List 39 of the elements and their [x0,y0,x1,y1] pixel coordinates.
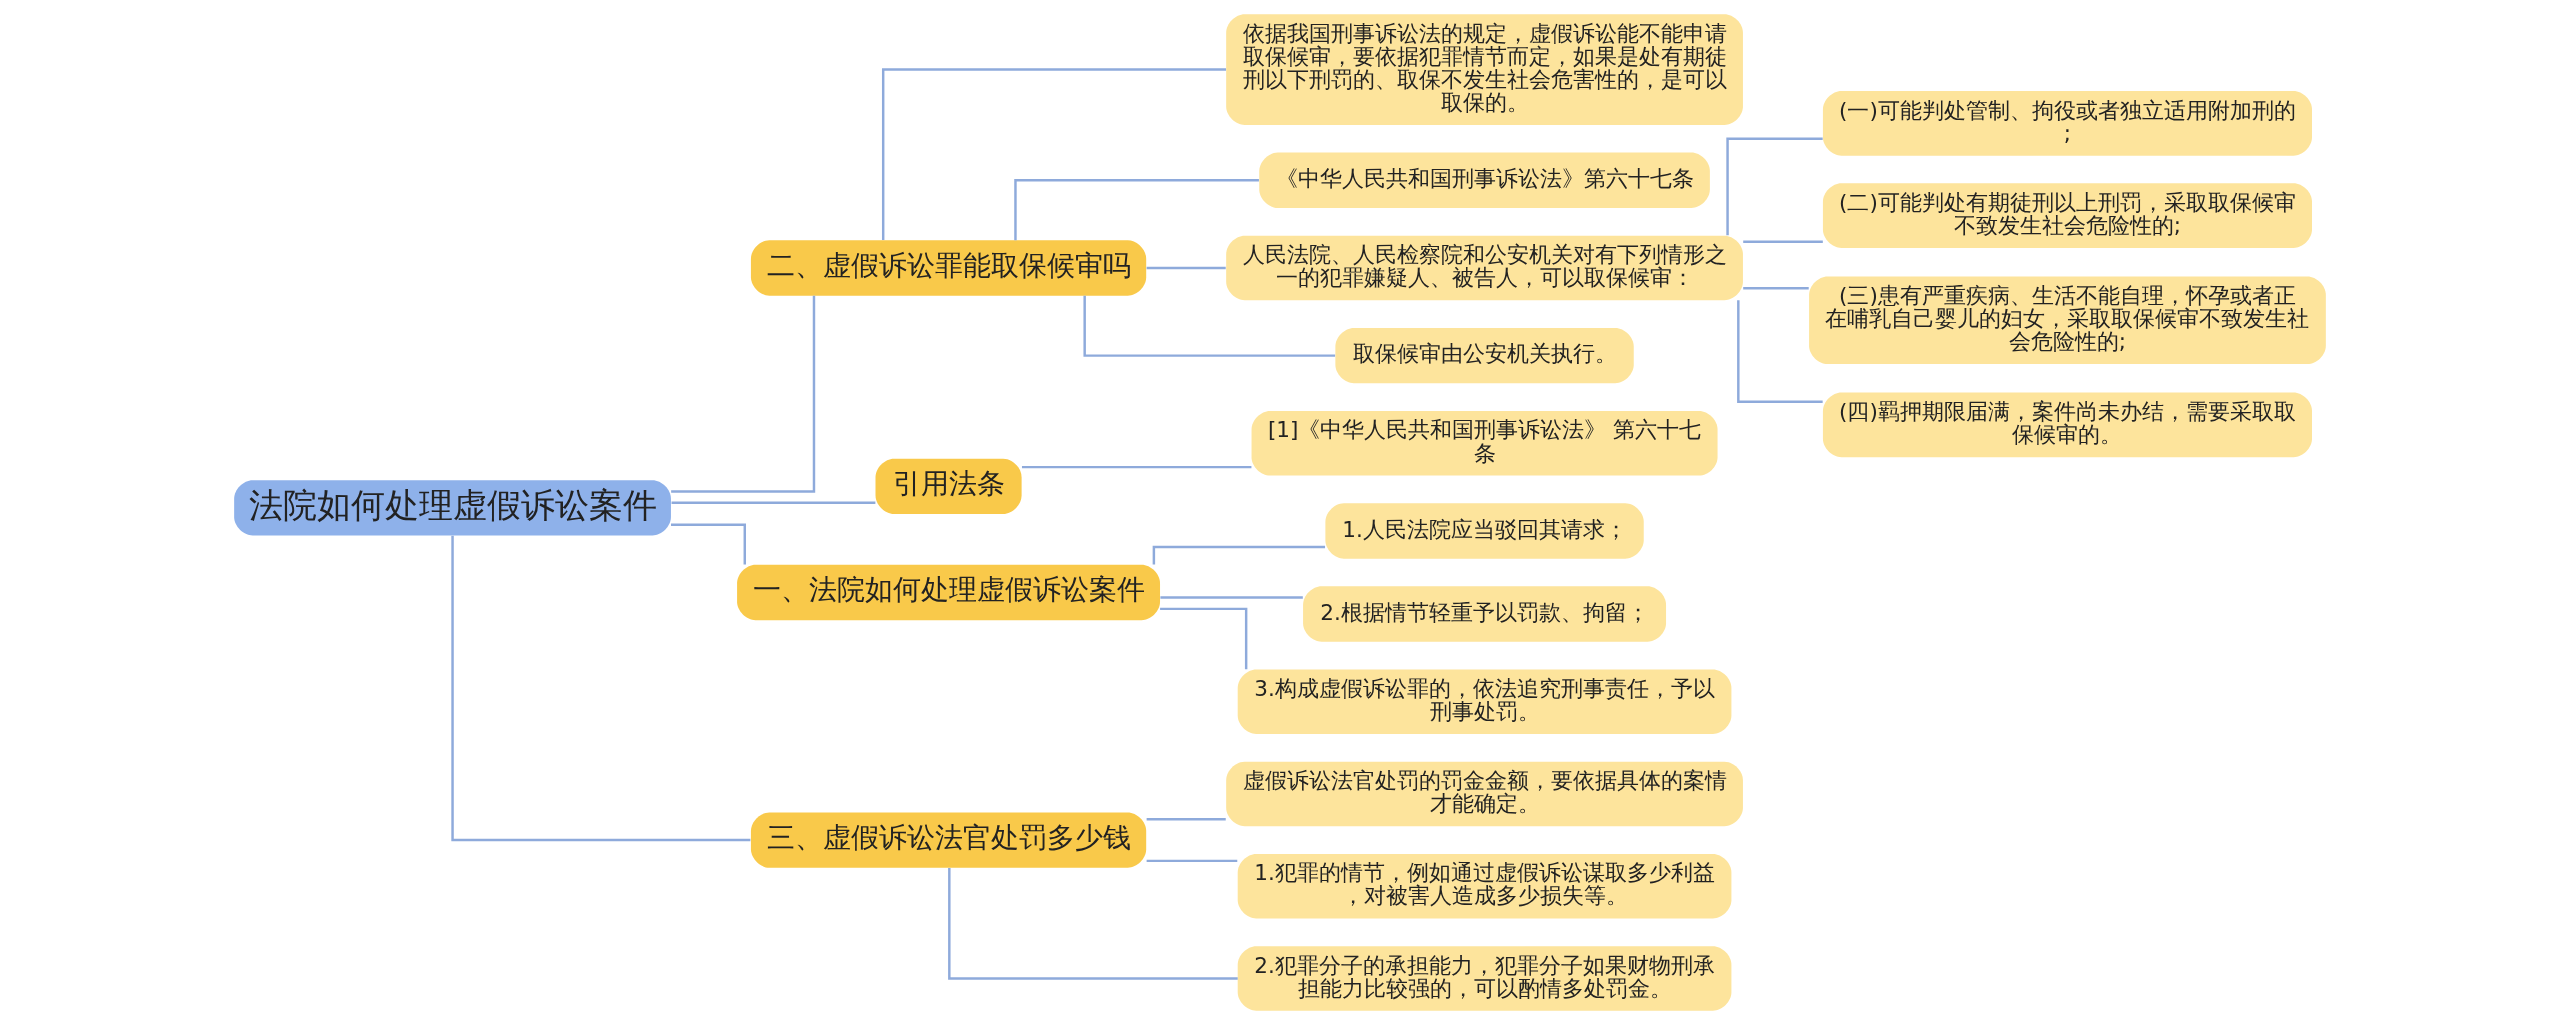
node-box: 法院如何处理虚假诉讼案件 [234,480,671,536]
node-box: 虚假诉讼法官处罚的罚金金额，要依据具体的案情才能确定。 [1226,761,1743,827]
node-box: 1.人民法院应当驳回其请求； [1325,503,1644,559]
node-box: 依据我国刑事诉讼法的规定，虚假诉讼能不能申请取保候审，要依据犯罪情节而定，如果是处有期徒刑以下刑罚的、取保不发生社会危害性的，是可以取保的。 [1226,14,1743,125]
connector [1726,137,1823,236]
connector [1152,545,1326,565]
node-box: 引用法条 [875,458,1022,515]
node-box: (三)患有严重疾病、生活不能自理，怀孕或者正在哺乳自己婴儿的妇女，采取取保候审不致发生社会危险性的; [1809,276,2326,365]
connector [1737,300,1823,403]
node-box: 人民法院、人民检察院和公安机关对有下列情形之一的犯罪嫌疑人、被告人，可以取保候审： [1226,235,1743,301]
node-box: 3.构成虚假诉讼罪的，依法追究刑事责任，予以刑事处罚。 [1237,669,1732,734]
node-box: 2.根据情节轻重予以罚款、拘留； [1303,586,1667,642]
node-box: 2.犯罪分子的承担能力，犯罪分子如果财物刑承担能力比较强的，可以酌情多处罚金。 [1237,946,1732,1011]
node-box: 二、虚假诉讼罪能取保候审吗 [750,240,1147,296]
connector [671,295,816,493]
connector [1014,179,1259,241]
connector [948,868,1238,980]
connector [451,535,751,842]
node-box: (一)可能判处管制、拘役或者独立适用附加刑的; [1822,91,2312,156]
connector [1160,596,1303,599]
node-box: (二)可能判处有期徒刑以上刑罚，采取取保候审不致发生社会危险性的; [1822,183,2312,248]
connector [1743,240,1823,244]
connector [1146,266,1226,270]
connector [881,68,1227,240]
connector [1146,818,1226,821]
node-box: [1]《中华人民共和国刑事诉讼法》 第六十七条 [1251,411,1718,476]
connector [1743,287,1809,290]
connector [1021,465,1252,469]
node-box: 1.犯罪的情节，例如通过虚假诉讼谋取多少利益，对被害人造成多少损失等。 [1237,853,1732,919]
node-box: 一、法院如何处理虚假诉讼案件 [737,564,1161,621]
node-box: (四)羁押期限届满，案件尚未办结，需要采取取保候审的。 [1822,392,2312,458]
node-box: 取保候审由公安机关执行。 [1335,327,1634,384]
connector [671,501,876,504]
connector [1146,859,1238,863]
node-box: 三、虚假诉讼法官处罚多少钱 [750,812,1147,868]
connector [1160,607,1248,670]
connector [1083,295,1336,357]
node-box: 《中华人民共和国刑事诉讼法》第六十七条 [1259,152,1710,208]
connector [671,523,746,565]
